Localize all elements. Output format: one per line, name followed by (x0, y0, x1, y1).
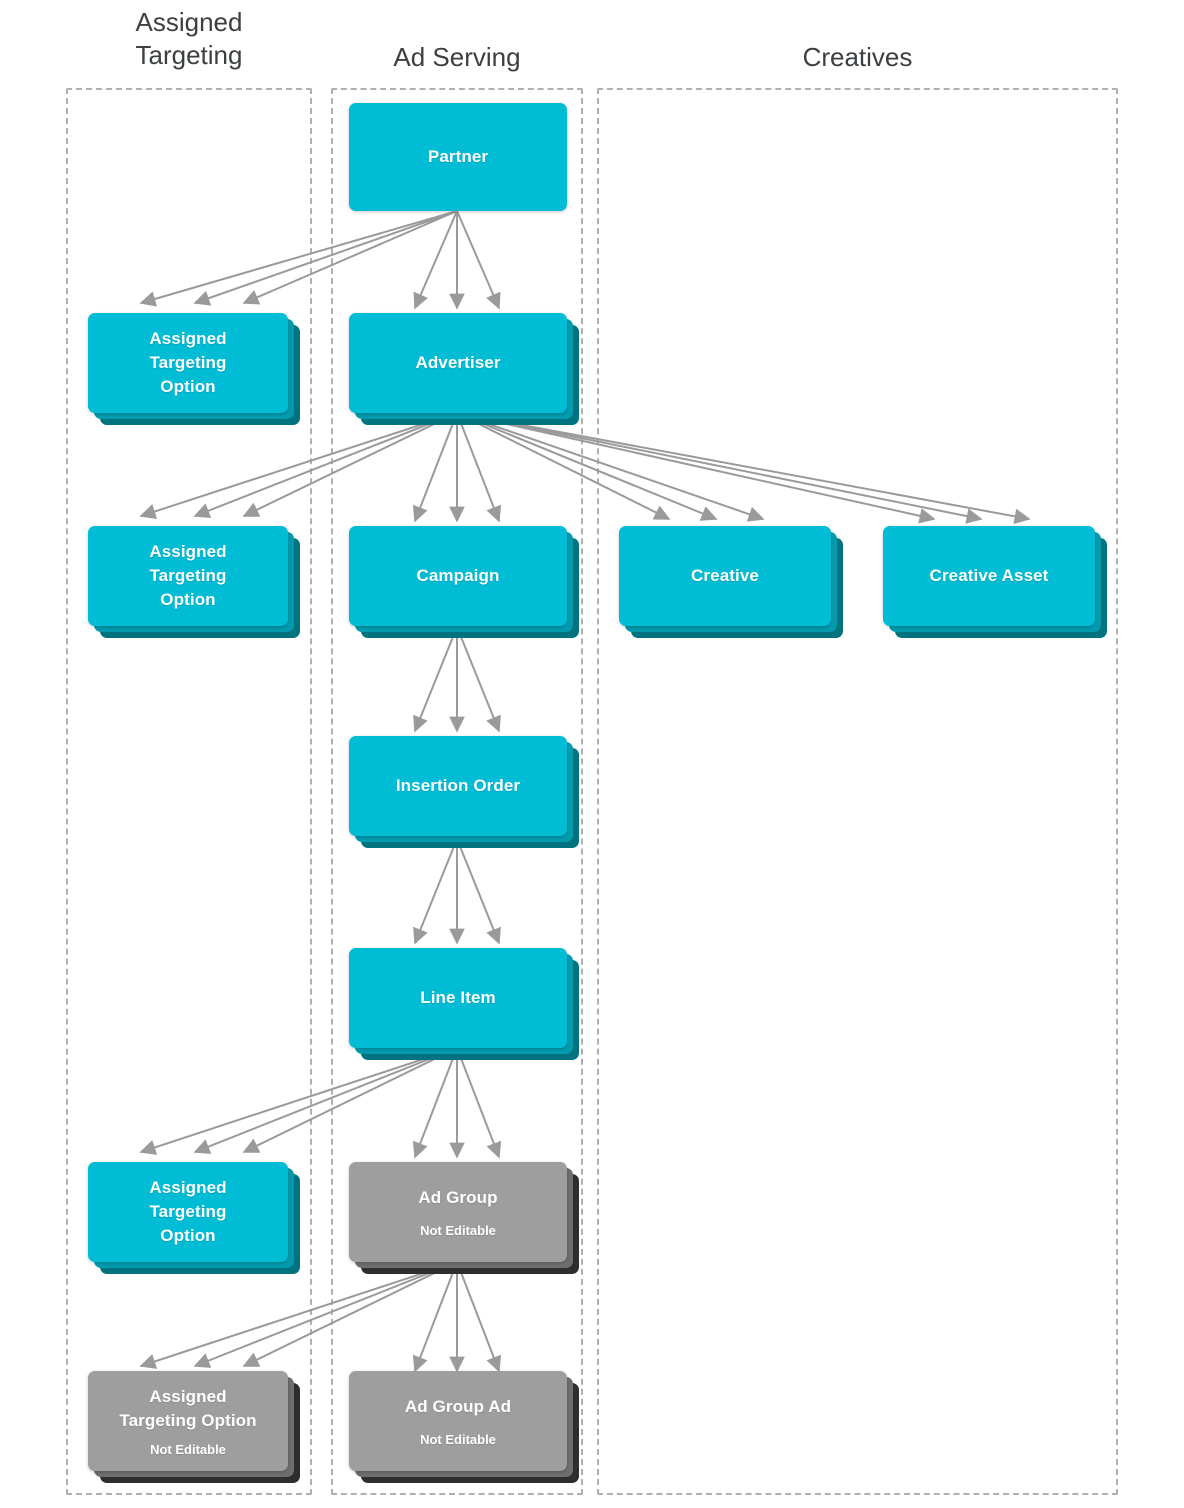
node-ato-partner-title: Assigned Targeting Option (141, 327, 234, 399)
title-line: Targeting (149, 565, 227, 585)
title-line: Targeting (149, 1201, 227, 1221)
node-advertiser[interactable]: Advertiser (349, 313, 579, 425)
node-line-item[interactable]: Line Item (349, 948, 579, 1060)
node-insertion-order[interactable]: Insertion Order (349, 736, 579, 848)
node-ato-ad-group-title: Assigned Targeting Option (111, 1385, 264, 1433)
node-advertiser-face[interactable]: Advertiser (349, 313, 567, 413)
title-line: Option (160, 1226, 216, 1246)
group-container-assigned-targeting (66, 88, 312, 1495)
node-partner-title: Partner (427, 146, 489, 166)
node-creative-title: Creative (691, 565, 759, 585)
group-container-ad-serving (331, 88, 583, 1495)
node-campaign-face[interactable]: Campaign (349, 526, 567, 626)
node-creative[interactable]: Creative (619, 526, 843, 638)
column-header-line1: Creatives (802, 42, 913, 72)
title-line: Assigned (149, 328, 227, 348)
node-ato-ad-group-subtitle: Not Editable (150, 1441, 226, 1457)
node-insertion-order-title: Insertion Order (395, 775, 521, 795)
node-ad-group-ad-face[interactable]: Ad Group Ad Not Editable (349, 1371, 567, 1471)
node-line-item-face[interactable]: Line Item (349, 948, 567, 1048)
node-creative-asset-title: Creative Asset (929, 565, 1049, 585)
node-campaign-title: Campaign (416, 565, 500, 585)
group-container-creatives (597, 88, 1118, 1495)
node-line-item-title: Line Item (420, 987, 496, 1007)
column-header-line1: Assigned (135, 7, 243, 37)
node-ad-group-ad-title: Ad Group Ad (404, 1396, 512, 1416)
column-header-line1: Ad Serving (393, 42, 521, 72)
node-ato-ad-group[interactable]: Assigned Targeting Option Not Editable (88, 1371, 300, 1483)
node-ato-partner[interactable]: Assigned Targeting Option (88, 313, 300, 425)
node-ato-line-item-face[interactable]: Assigned Targeting Option (88, 1162, 288, 1262)
node-creative-asset[interactable]: Creative Asset (883, 526, 1107, 638)
node-ato-line-item-title: Assigned Targeting Option (141, 1176, 234, 1248)
node-ato-advertiser-title: Assigned Targeting Option (141, 540, 234, 612)
title-line: Assigned (149, 1386, 227, 1406)
node-partner[interactable]: Partner (349, 103, 567, 211)
title-line: Assigned (149, 1177, 227, 1197)
node-ad-group-ad[interactable]: Ad Group Ad Not Editable (349, 1371, 579, 1483)
node-ad-group-subtitle: Not Editable (420, 1222, 496, 1238)
title-line: Targeting Option (119, 1410, 257, 1430)
node-ato-advertiser-face[interactable]: Assigned Targeting Option (88, 526, 288, 626)
node-ato-line-item[interactable]: Assigned Targeting Option (88, 1162, 300, 1274)
title-line: Assigned (149, 541, 227, 561)
node-ato-advertiser[interactable]: Assigned Targeting Option (88, 526, 300, 638)
node-ad-group-ad-subtitle: Not Editable (420, 1431, 496, 1447)
title-line: Option (160, 590, 216, 610)
node-campaign[interactable]: Campaign (349, 526, 579, 638)
column-header-line2: Targeting (135, 40, 243, 71)
node-ad-group[interactable]: Ad Group Not Editable (349, 1162, 579, 1274)
node-ato-ad-group-face[interactable]: Assigned Targeting Option Not Editable (88, 1371, 288, 1471)
column-header-ad-serving: Ad Serving (331, 41, 583, 74)
node-advertiser-title: Advertiser (415, 352, 501, 372)
node-ad-group-title: Ad Group (418, 1187, 498, 1207)
node-creative-face[interactable]: Creative (619, 526, 831, 626)
node-creative-asset-face[interactable]: Creative Asset (883, 526, 1095, 626)
node-ad-group-face[interactable]: Ad Group Not Editable (349, 1162, 567, 1262)
node-insertion-order-face[interactable]: Insertion Order (349, 736, 567, 836)
node-ato-partner-face[interactable]: Assigned Targeting Option (88, 313, 288, 413)
title-line: Option (160, 377, 216, 397)
column-header-creatives: Creatives (597, 41, 1118, 74)
title-line: Targeting (149, 352, 227, 372)
column-header-assigned-targeting: Assigned Targeting (66, 6, 312, 73)
node-partner-face[interactable]: Partner (349, 103, 567, 211)
